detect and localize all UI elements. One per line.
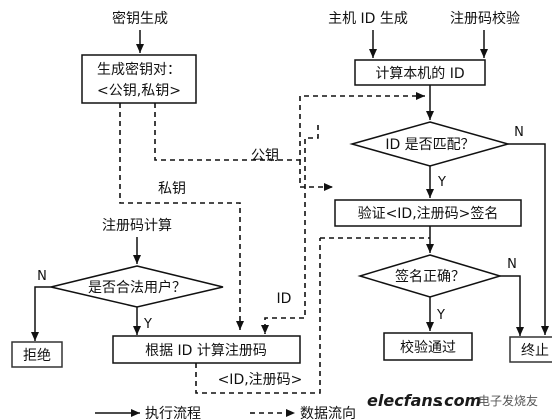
dashed-public-key-to-verify xyxy=(299,160,333,191)
watermark-domain: .com xyxy=(438,391,481,410)
legend-data-flow: 数据流向 xyxy=(300,406,356,420)
terminate-label: 终止 xyxy=(521,343,549,359)
legend-exec-flow: 执行流程 xyxy=(145,406,201,420)
pass-label: 校验通过 xyxy=(400,339,456,356)
heading-host-id: 主机 ID 生成 xyxy=(328,11,408,27)
decision-legal-user: 是否合法用户？ xyxy=(50,265,224,308)
dashed-id-flow xyxy=(261,125,319,334)
pass-box: 校验通过 xyxy=(383,332,473,361)
label-yes-sig: Y xyxy=(436,308,445,323)
reject-box: 拒绝 xyxy=(11,341,63,368)
heading-keygen: 密钥生成 xyxy=(112,10,168,27)
label-yes-legal: Y xyxy=(143,317,152,332)
decision-legal-user-label: 是否合法用户？ xyxy=(88,279,186,296)
decision-sig-ok: 签名正确？ xyxy=(357,254,503,298)
keypair-line2: <公钥,私钥> xyxy=(97,83,181,99)
label-yes-idmatch: Y xyxy=(437,175,446,190)
label-public-key: 公钥 xyxy=(251,148,279,164)
decision-id-match: ID 是否匹配？ xyxy=(349,121,511,167)
label-id-regcode: <ID,注册码> xyxy=(218,372,303,388)
dashed-output-flow xyxy=(195,238,321,394)
label-private-key: 私钥 xyxy=(158,181,186,197)
decision-id-match-label: ID 是否匹配？ xyxy=(385,137,474,153)
keypair-line1: 生成密钥对： xyxy=(97,61,181,78)
compute-id-box: 计算本机的 ID xyxy=(354,59,486,86)
decision-sig-ok-label: 签名正确？ xyxy=(395,268,465,285)
watermark-site: elecfans xyxy=(367,391,442,410)
verify-sig-label: 验证<ID,注册码>签名 xyxy=(358,205,499,222)
terminate-box: 终止 xyxy=(509,336,552,363)
dashed-private-key-flow xyxy=(119,103,244,330)
verify-sig-box: 验证<ID,注册码>签名 xyxy=(334,199,522,227)
arrow-no-to-reject xyxy=(31,286,51,341)
heading-reg-calc: 注册码计算 xyxy=(102,218,172,234)
watermark-cn: 电子发烧友 xyxy=(478,393,538,408)
compute-reg-label: 根据 ID 计算注册码 xyxy=(145,343,267,359)
keypair-box: 生成密钥对： <公钥,私钥> xyxy=(81,54,197,104)
arrow-no-sig-to-terminate xyxy=(500,275,524,336)
label-no-idmatch: N xyxy=(514,125,524,140)
arrow-no-to-terminate xyxy=(508,143,549,335)
compute-reg-box: 根据 ID 计算注册码 xyxy=(112,335,301,364)
label-no-sig: N xyxy=(507,257,517,272)
watermark-logo: elecfans .com 电子发烧友 xyxy=(367,391,538,410)
label-no-legal: N xyxy=(37,269,47,284)
heading-reg-check: 注册码校验 xyxy=(450,10,520,27)
label-id: ID xyxy=(277,291,292,307)
compute-id-label: 计算本机的 ID xyxy=(375,66,464,82)
reject-label: 拒绝 xyxy=(23,348,51,364)
